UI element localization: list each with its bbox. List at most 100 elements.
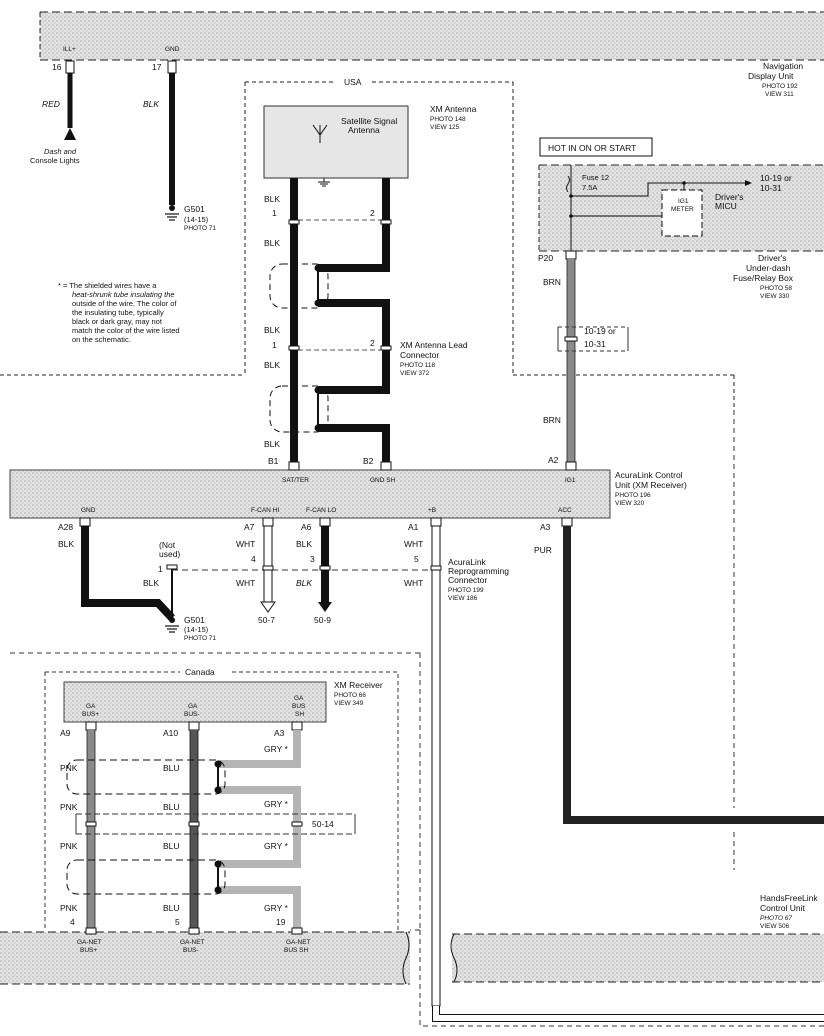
fuse-dest-2: 10-31	[760, 183, 782, 193]
fcanlo-wire-1: BLK	[296, 539, 312, 549]
acura-photo: PHOTO 196	[615, 492, 651, 499]
pnk-label-4: PNK	[60, 903, 78, 913]
antenna-wire-blk-3: BLK	[264, 325, 280, 335]
blu-label-4: BLU	[163, 903, 180, 913]
xm-antenna-view: VIEW 125	[430, 124, 460, 131]
acura-name-1: AcuraLink Control	[615, 470, 683, 480]
hfl-name-1: HandsFreeLink	[760, 893, 818, 903]
plusb-num: 5	[414, 554, 419, 564]
canada-label: Canada	[185, 667, 215, 677]
not-used-wire: BLK	[143, 578, 159, 588]
not-used-1: (Not	[159, 540, 176, 550]
gry-label-3: GRY *	[264, 841, 288, 851]
handsfreelink-unit: GA-NET BUS+ GA-NET BUS- GA-NET BUS SH Ha…	[0, 893, 824, 985]
fcanhi-num: 4	[251, 554, 256, 564]
nav-unit-view: VIEW 311	[765, 91, 794, 98]
note-line-6: match the color of the wire listed	[72, 326, 180, 335]
xm-rx-pin-ga-2: GA	[188, 703, 198, 710]
xm-antenna-title: XM Antenna	[430, 104, 477, 114]
fuse-amps-label: 7.5A	[582, 183, 597, 192]
brn-ref-1: 10-19 or	[584, 326, 616, 336]
lead-title-2: Connector	[400, 350, 439, 360]
xm-rx-pin-ga-1: GA	[86, 703, 96, 710]
fcanhi-ref: 50-7	[258, 615, 275, 625]
nav-pin-label-ill: ILL+	[63, 46, 76, 53]
lead-view: VIEW 372	[400, 370, 430, 377]
brn-label-1: BRN	[543, 277, 561, 287]
xm-rx-pin-a9: A9	[60, 728, 71, 738]
nav-unit-photo: PHOTO 192	[762, 83, 798, 90]
hfl-pin-bussh-1: GA-NET	[286, 939, 311, 946]
brn-label-2: BRN	[543, 415, 561, 425]
ground-photo-nav: PHOTO 71	[184, 225, 216, 232]
not-used-2: used)	[159, 549, 180, 559]
gry-label-1: GRY *	[264, 744, 288, 754]
fuse-pin-p20: P20	[538, 253, 553, 263]
fcanlo-wire-2: BLK	[296, 578, 312, 588]
pnk-wire: A9 PNK PNK PNK PNK 4	[60, 721, 97, 928]
xm-rx-pin-ga-3: GA	[294, 695, 304, 702]
navigation-display-unit: ILL+ GND 16 17 Navigation Display Unit P…	[39, 11, 824, 98]
fuse-box-photo: PHOTO 58	[760, 285, 792, 292]
acura-pin-a28: A28	[58, 522, 73, 532]
reprog-view: VIEW 186	[448, 595, 478, 602]
blu-wire: A10 BLU BLU BLU BLU 5	[163, 721, 200, 928]
acura-pin-name-acc: ACC	[558, 507, 572, 514]
antenna-pin-2: 2	[370, 208, 375, 218]
fcanhi-wire-1: WHT	[236, 539, 255, 549]
gry-label-4: GRY *	[264, 903, 288, 913]
ref-50-14-label: 50-14	[312, 819, 334, 829]
blk-wire-label-nav: BLK	[143, 99, 159, 109]
shield-note: * = The shielded wires have a heat-shrun…	[58, 281, 180, 344]
ground-g501-acura: G501	[184, 615, 205, 625]
brn-ref-2: 10-31	[584, 339, 606, 349]
dash-lights-label-2: Console Lights	[30, 156, 80, 165]
acura-pin-name-b: +B	[428, 507, 436, 514]
ref-50-14: 50-14	[75, 813, 356, 835]
fuse-box-name-3: Fuse/Relay Box	[733, 273, 794, 283]
reprog-name-2: Reprogramming	[448, 566, 509, 576]
pnk-label-2: PNK	[60, 802, 78, 812]
red-wire-ill: RED Dash and Console Lights	[30, 60, 80, 165]
acura-pin-name-gndsh: GND SH	[370, 477, 396, 484]
usa-label: USA	[344, 77, 362, 87]
lead-title-1: XM Antenna Lead	[400, 340, 468, 350]
xm-rx-pin-a3: A3	[274, 728, 285, 738]
usa-region: USA	[0, 77, 735, 410]
acuralink-control-unit: B1 B2 SAT/TER GND SH IG1 GND F-CAN HI F-…	[9, 456, 687, 519]
gry-bottom-num: 19	[276, 917, 286, 927]
acura-name-2: Unit (XM Receiver)	[615, 480, 687, 490]
ground-sub-nav: (14-15)	[184, 215, 209, 224]
pnk-label-3: PNK	[60, 841, 78, 851]
nav-pin-label-gnd: GND	[165, 46, 180, 53]
fcanlo-ref: 50-9	[314, 615, 331, 625]
pnk-label-1: PNK	[60, 763, 78, 773]
acura-pin-name-fcanlo: F-CAN LO	[306, 507, 336, 514]
acura-pin-name-fcanhi: F-CAN HI	[251, 507, 279, 514]
xm-receiver-photo: PHOTO 66	[334, 692, 366, 699]
note-line-7: on the schematic.	[72, 335, 131, 344]
region-border-bottom	[419, 930, 824, 1027]
fuse-box-view: VIEW 330	[760, 293, 790, 300]
antenna-wires: BLK 1 2 BLK BLK 1 2 BLK BLK XM Antenna L…	[264, 178, 468, 462]
not-used-num: 1	[158, 564, 163, 574]
note-line-5: black or dark gray, may not	[72, 317, 163, 326]
fcanhi-wire-2: WHT	[236, 578, 255, 588]
gry-shield-wire: A3 GRY * GRY * GRY * GRY * 19	[66, 721, 303, 928]
lead-pin-2: 2	[370, 338, 375, 348]
blk-ground-wire-nav: BLK G501 (14-15) PHOTO 71	[143, 60, 216, 232]
xm-receiver-title: XM Receiver	[334, 680, 383, 690]
xm-rx-pin-sh: SH	[295, 711, 304, 718]
hfl-name-2: Control Unit	[760, 903, 806, 913]
xm-antenna-photo: PHOTO 148	[430, 116, 466, 123]
canada-region: Canada GA BUS+ GA BUS- GA BUS SH XM Rece…	[44, 667, 399, 930]
plus-b-wire: A1 WHT 5 WHT AcuraLink Reprogramming Con…	[404, 517, 824, 1022]
ground-photo-acura: PHOTO 71	[184, 635, 216, 642]
fuse-relay-box: HOT IN ON OR START IG1 METER Fuse 12 7.5…	[538, 137, 824, 300]
acura-pin-a2: A2	[548, 455, 559, 465]
antenna-inner-1: Satellite Signal	[341, 116, 397, 126]
gry-label-2: GRY *	[264, 799, 288, 809]
xm-rx-pin-a10: A10	[163, 728, 178, 738]
micu-label-2: MICU	[715, 201, 737, 211]
